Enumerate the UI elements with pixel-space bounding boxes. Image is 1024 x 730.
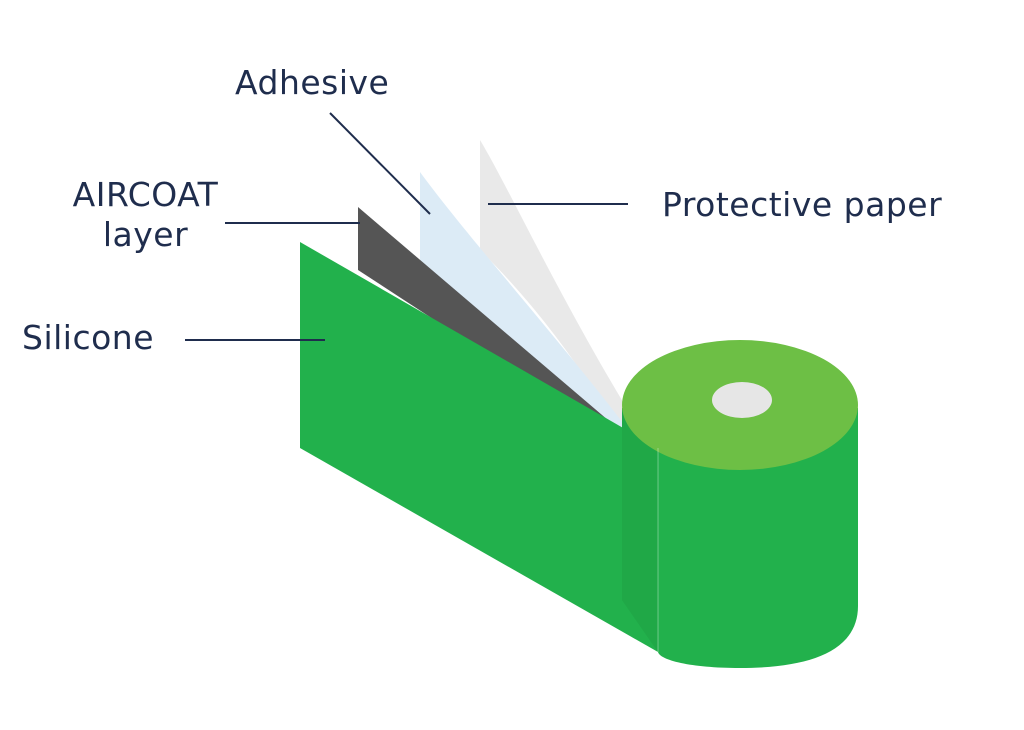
roll-body bbox=[622, 408, 858, 668]
protective-paper-label: Protective paper bbox=[662, 185, 943, 224]
silicone-label: Silicone bbox=[22, 318, 155, 357]
aircoat-label-line1: AIRCOAT bbox=[72, 175, 219, 214]
aircoat-layer bbox=[358, 207, 622, 432]
aircoat-label: AIRCOAT layer bbox=[58, 175, 233, 255]
roll-core bbox=[712, 382, 772, 418]
adhesive-label: Adhesive bbox=[235, 63, 390, 102]
adhesive-layer bbox=[420, 172, 630, 432]
protective-paper-layer bbox=[480, 140, 640, 430]
aircoat-label-line2: layer bbox=[102, 215, 189, 254]
roll-side bbox=[622, 408, 658, 652]
silicone-strip bbox=[300, 242, 658, 652]
adhesive-leader-line bbox=[329, 112, 431, 215]
